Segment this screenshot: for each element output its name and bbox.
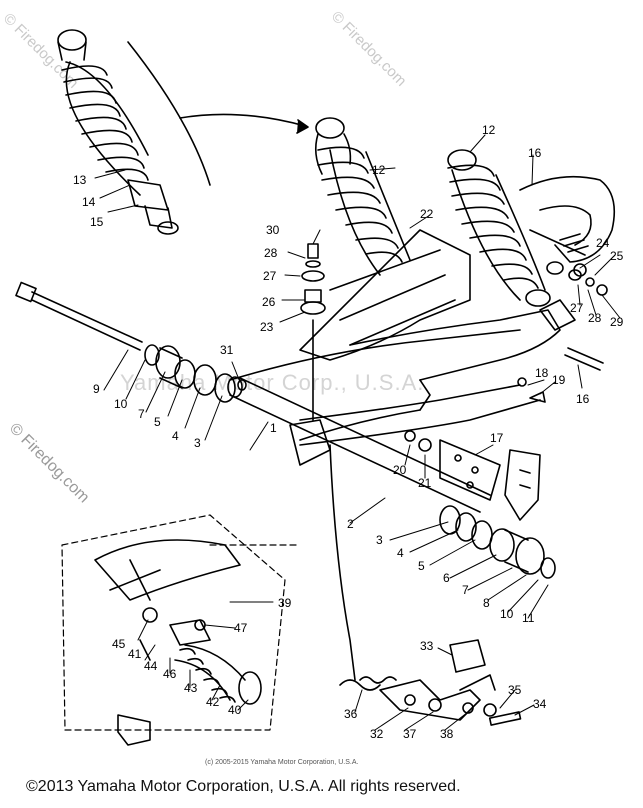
part-label-14: 14	[82, 195, 96, 209]
part-label-47: 47	[234, 621, 248, 635]
part-label-27b: 27	[570, 301, 584, 315]
part-label-21: 21	[418, 476, 432, 490]
right-hardware	[517, 261, 608, 403]
footrest-assembly	[94, 539, 262, 746]
part-label-29-30: 30	[266, 223, 280, 237]
part-label-15: 15	[90, 215, 104, 229]
stand-parts	[329, 444, 522, 726]
part-label-38: 38	[440, 727, 454, 741]
part-label-45: 45	[112, 637, 126, 651]
swingarm-frame	[229, 229, 576, 446]
part-label-35: 35	[508, 683, 522, 697]
shock-absorber-12-left	[314, 117, 411, 276]
part-label-17: 17	[490, 431, 504, 445]
part-label-42: 42	[206, 695, 220, 709]
part-label-16a: 16	[528, 146, 542, 160]
part-label-2: 2	[347, 517, 354, 531]
part-label-1: 1	[270, 421, 277, 435]
part-label-24: 24	[596, 236, 610, 250]
part-label-3a: 3	[194, 436, 201, 450]
part-label-27a: 27	[263, 269, 277, 283]
part-label-28a: 28	[264, 246, 278, 260]
part-labels: 1 2 3 3 4 4 5 5 6 7 7 8 9 10 10 11 12 12…	[73, 123, 624, 741]
part-label-16b: 16	[576, 392, 590, 406]
part-label-7a: 7	[138, 407, 145, 421]
part-label-19: 19	[552, 373, 566, 387]
part-label-4a: 4	[172, 429, 179, 443]
part-label-44: 44	[144, 659, 158, 673]
part-label-18: 18	[535, 366, 549, 380]
pivot-shaft	[15, 281, 143, 351]
part-label-43: 43	[184, 681, 198, 695]
shock-absorber-13	[57, 29, 179, 235]
part-label-32: 32	[370, 727, 384, 741]
frame-bracket	[519, 175, 616, 277]
part-label-12a: 12	[372, 163, 386, 177]
copyright-footer: ©2013 Yamaha Motor Corporation, U.S.A. A…	[26, 778, 461, 795]
part-label-39: 39	[278, 596, 292, 610]
part-label-3b: 3	[376, 533, 383, 547]
left-pivot-parts	[144, 344, 247, 403]
part-label-20: 20	[393, 463, 407, 477]
part-label-7b: 7	[462, 583, 469, 597]
shock-mount-stack	[300, 243, 326, 421]
part-label-40: 40	[228, 703, 242, 717]
part-label-4b: 4	[397, 546, 404, 560]
part-label-26: 26	[262, 295, 276, 309]
part-label-10a: 10	[114, 397, 128, 411]
part-label-37: 37	[403, 727, 417, 741]
part-label-34: 34	[533, 697, 547, 711]
part-label-33: 33	[420, 639, 434, 653]
right-pivot-parts	[439, 505, 556, 579]
part-label-36: 36	[344, 707, 358, 721]
inset-box	[61, 514, 299, 731]
part-label-5a: 5	[154, 415, 161, 429]
part-label-23: 23	[260, 320, 274, 334]
leader-lines	[94, 134, 621, 731]
part-label-6: 6	[443, 571, 450, 585]
part-label-10b: 10	[500, 607, 514, 621]
part-label-13: 13	[73, 173, 87, 187]
reference-arrow	[127, 41, 309, 186]
part-label-31: 31	[220, 343, 234, 357]
part-label-25: 25	[610, 249, 624, 263]
part-label-8: 8	[483, 596, 490, 610]
part-label-29: 29	[610, 315, 624, 329]
shock-absorber-12-right	[447, 149, 551, 307]
part-label-12b: 12	[482, 123, 496, 137]
part-label-41: 41	[128, 647, 142, 661]
part-label-28b: 28	[588, 311, 602, 325]
chain-guide-bracket	[404, 430, 541, 521]
fine-copyright-text: (c) 2005-2015 Yamaha Motor Corporation, …	[205, 759, 359, 766]
part-label-22: 22	[420, 207, 434, 221]
part-label-11: 11	[522, 611, 535, 625]
part-label-46: 46	[163, 667, 177, 681]
part-label-5b: 5	[418, 559, 425, 573]
part-label-9: 9	[93, 382, 100, 396]
